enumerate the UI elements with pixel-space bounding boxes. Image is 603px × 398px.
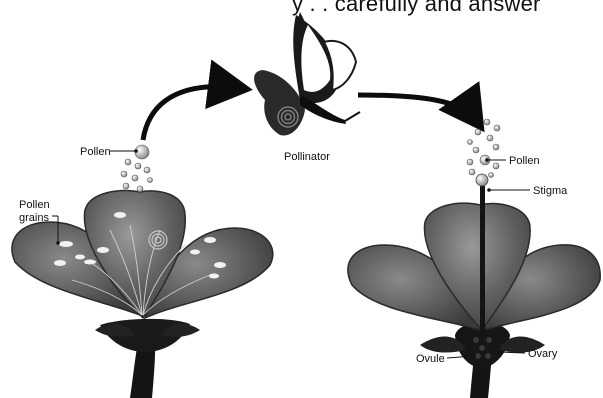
label-pollen-grains-line1: Pollen [19, 199, 50, 211]
label-pollinator: Pollinator [284, 151, 330, 163]
right-flower-style [480, 186, 485, 336]
label-pollen-grains-line2: grains [19, 212, 49, 224]
right-pollen-cloud [467, 119, 500, 178]
label-pollen-left-text: Pollen [80, 146, 111, 158]
label-stigma-text: Stigma [533, 185, 568, 197]
label-ovary-text: Ovary [528, 348, 558, 360]
right-flower-stigma [476, 174, 488, 186]
label-stigma: Stigma [487, 185, 568, 197]
left-flower [12, 191, 273, 398]
label-pollen-left: Pollen [80, 146, 138, 158]
arrow-to-pollinator [143, 87, 238, 140]
right-flower [348, 174, 600, 398]
butterfly-antenna [345, 112, 360, 121]
label-pollen-right-text: Pollen [509, 155, 540, 167]
label-ovule-text: Ovule [416, 353, 445, 365]
arrow-to-stigma [358, 95, 476, 120]
butterfly-icon [254, 12, 360, 136]
